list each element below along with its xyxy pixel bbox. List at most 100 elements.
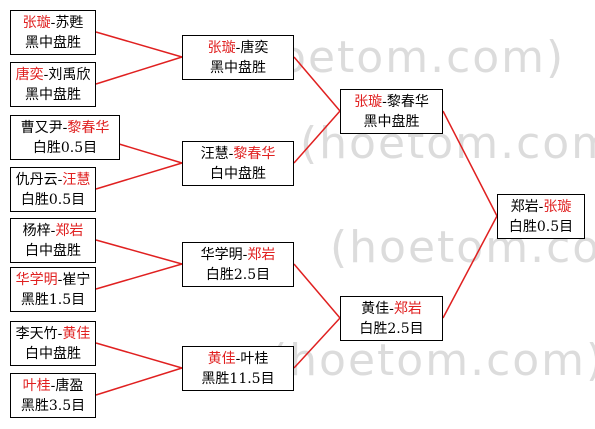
player-separator: - [62, 120, 68, 136]
winner-name: 郑岩 [393, 301, 422, 317]
winner-name: 郑岩 [247, 247, 276, 263]
match-box-r1-1: 张璇-苏甦黑中盘胜 [10, 10, 96, 55]
player-separator: - [57, 272, 63, 288]
winner-name: 黄佳 [207, 351, 236, 367]
match-players: 杨梓-郑岩 [11, 221, 95, 241]
match-players: 仇丹云-汪慧 [11, 170, 95, 190]
match-box-r1-5: 杨梓-郑岩白中盘胜 [10, 218, 96, 263]
match-box-r1-7: 李天竹-黄佳白中盘胜 [10, 321, 96, 366]
match-players: 张璇-苏甦 [11, 13, 95, 33]
match-box-r2-4: 黄佳-叶桂黑胜11.5目 [182, 346, 294, 391]
match-box-r1-3: 曹又尹-黎春华白胜0.5目 [10, 115, 120, 160]
match-players: 黄佳-郑岩 [341, 299, 442, 319]
match-players: 李天竹-黄佳 [11, 324, 95, 344]
match-result: 黑胜1.5目 [20, 292, 86, 308]
player-name: 刘禹欣 [48, 67, 91, 83]
winner-name: 叶桂 [22, 378, 51, 394]
player-name: 汪慧 [200, 146, 229, 162]
winner-name: 张璇 [354, 94, 383, 110]
match-result: 黑中盘胜 [210, 60, 266, 76]
connector-r1_6 [95, 263, 183, 290]
connector-r2_2 [293, 110, 341, 164]
connector-r1_8 [95, 367, 183, 396]
player-separator: - [228, 146, 234, 162]
player-separator: - [50, 15, 56, 31]
winner-name: 张璇 [207, 40, 236, 56]
connector-r3_1 [442, 110, 498, 217]
player-separator: - [382, 94, 387, 110]
player-separator: - [538, 199, 544, 215]
connector-r1_1 [95, 31, 183, 58]
match-box-r1-2: 唐奕-刘禹欣黑中盘胜 [10, 62, 96, 107]
connector-r1_7 [95, 342, 183, 369]
match-result: 白胜2.5目 [359, 321, 424, 337]
match-box-r1-6: 华学明-崔宁黑胜1.5目 [10, 267, 96, 312]
connector-r2_1 [293, 56, 341, 112]
match-box-semifinal-1: 张璇-黎春华黑中盘胜 [340, 89, 443, 134]
match-result: 白中盘胜 [210, 166, 266, 182]
match-result: 白胜0.5目 [508, 219, 574, 235]
winner-name: 郑岩 [55, 223, 84, 239]
match-box-r2-2: 汪慧-黎春华白中盘胜 [182, 141, 294, 186]
match-result: 白胜0.5目 [20, 192, 86, 208]
winner-name: 黄佳 [62, 326, 91, 342]
match-players: 华学明-崔宁 [11, 270, 95, 290]
player-name: 黎春华 [386, 94, 429, 110]
connector-r1_2 [95, 56, 183, 85]
match-box-r2-1: 张璇-唐奕黑中盘胜 [182, 35, 294, 80]
player-name: 黄佳 [361, 301, 390, 317]
match-players: 郑岩-张璇 [498, 197, 584, 217]
winner-name: 黎春华 [67, 120, 110, 136]
player-name: 唐奕 [240, 40, 269, 56]
player-separator: - [50, 223, 56, 239]
match-result: 黑中盘胜 [363, 114, 420, 130]
match-players: 华学明-郑岩 [183, 245, 293, 265]
connector-r1_4 [95, 162, 183, 190]
match-players: 叶桂-唐盈 [11, 376, 95, 396]
match-players: 张璇-黎春华 [341, 92, 442, 112]
match-players: 黄佳-叶桂 [183, 349, 293, 369]
match-players: 张璇-唐奕 [183, 38, 293, 58]
player-name: 郑岩 [510, 199, 539, 215]
player-separator: - [235, 351, 241, 367]
connector-r1_5 [95, 239, 183, 265]
winner-name: 华学明 [15, 272, 58, 288]
player-separator: - [50, 378, 56, 394]
player-name: 仇丹云 [15, 172, 58, 188]
player-name: 苏甦 [55, 15, 84, 31]
match-players: 曹又尹-黎春华 [11, 118, 119, 138]
match-result: 黑胜3.5目 [20, 398, 86, 414]
match-result: 白胜0.5目 [32, 140, 98, 156]
winner-name: 张璇 [543, 199, 572, 215]
match-players: 唐奕-刘禹欣 [11, 65, 95, 85]
connector-r2_3 [293, 263, 341, 319]
player-separator: - [235, 40, 241, 56]
player-separator: - [389, 301, 394, 317]
winner-name: 黎春华 [233, 146, 276, 162]
player-name: 杨梓 [22, 223, 51, 239]
match-result: 黑中盘胜 [25, 35, 81, 51]
match-box-r2-3: 华学明-郑岩白胜2.5目 [182, 242, 294, 287]
match-result: 白胜2.5目 [205, 267, 271, 283]
match-result: 白中盘胜 [25, 243, 81, 259]
winner-name: 汪慧 [62, 172, 91, 188]
connector-r3_2 [442, 215, 498, 319]
match-box-r1-4: 仇丹云-汪慧白胜0.5目 [10, 167, 96, 212]
connector-r2_4 [293, 317, 341, 369]
match-box-r1-8: 叶桂-唐盈黑胜3.5目 [10, 373, 96, 418]
match-box-semifinal-2: 黄佳-郑岩白胜2.5目 [340, 296, 443, 341]
player-name: 华学明 [200, 247, 243, 263]
match-result: 黑中盘胜 [25, 87, 81, 103]
player-name: 曹又尹 [20, 120, 63, 136]
player-name: 崔宁 [62, 272, 91, 288]
player-name: 李天竹 [15, 326, 58, 342]
player-separator: - [43, 67, 49, 83]
match-result: 黑胜11.5目 [201, 371, 275, 387]
player-separator: - [57, 326, 63, 342]
player-name: 叶桂 [240, 351, 269, 367]
player-separator: - [57, 172, 63, 188]
svg-text:(hoetom.com): (hoetom.com) [270, 335, 595, 386]
player-name: 唐盈 [55, 378, 84, 394]
